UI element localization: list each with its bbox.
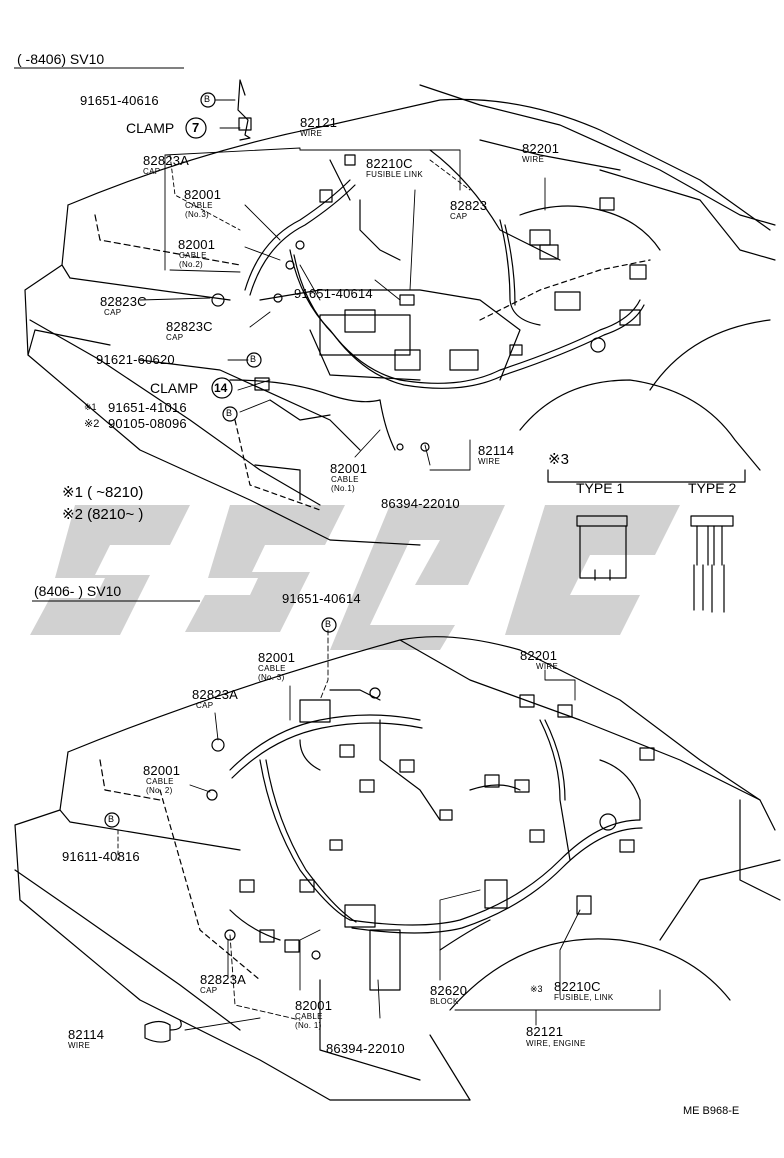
bottom-leader-lines xyxy=(117,629,661,1031)
part-number: 82210C xyxy=(554,979,601,994)
top-leader-lines xyxy=(139,99,546,471)
type-1-label: TYPE 1 xyxy=(576,480,625,496)
part-name: CABLE xyxy=(179,251,207,260)
part-variant: (No. 2) xyxy=(146,786,173,795)
b-marker xyxy=(104,812,120,828)
part-number: 82121 xyxy=(300,115,338,130)
part-name: CABLE xyxy=(258,664,286,673)
b-marker-letter: B xyxy=(250,354,257,364)
part-name: CAP xyxy=(450,212,468,221)
part-name: CABLE xyxy=(331,475,359,484)
part-number: 82001 xyxy=(178,237,216,252)
bottom-car-body xyxy=(14,636,781,1101)
note-3-marker: ※3 xyxy=(548,451,569,468)
b-marker xyxy=(246,352,262,368)
part-number: 82121 xyxy=(526,1024,564,1039)
part-number: 82001 xyxy=(184,187,222,202)
part-name: BLOCK xyxy=(430,997,459,1006)
part-number: 82823A xyxy=(200,972,247,987)
part-name: WIRE, ENGINE xyxy=(526,1039,586,1048)
clamp-14-marker xyxy=(211,377,233,399)
bottom-wire-harness xyxy=(144,687,655,1043)
note-range-1: ※1 ( ~8210) xyxy=(62,484,144,501)
note-marker: ※2 xyxy=(84,418,100,430)
part-number: 91651-41016 xyxy=(108,400,187,415)
part-number: 91651-40614 xyxy=(282,591,361,606)
clamp-number: 14 xyxy=(214,381,228,395)
part-number: 91651-40614 xyxy=(294,286,373,301)
b-marker xyxy=(321,617,337,633)
part-number: 91621-60620 xyxy=(96,352,175,367)
top-wire-harness xyxy=(211,79,661,452)
part-number: 82001 xyxy=(330,461,368,476)
part-name: WIRE xyxy=(68,1041,91,1050)
b-marker-letter: B xyxy=(226,408,233,418)
b-marker-letter: B xyxy=(108,814,115,824)
part-name: CAP xyxy=(143,167,161,176)
b-marker xyxy=(222,406,238,422)
part-name: CABLE xyxy=(146,777,174,786)
watermark-logo xyxy=(30,505,680,650)
part-number: 82823 xyxy=(450,198,488,213)
part-name: CABLE xyxy=(185,201,213,210)
clamp-label: CLAMP xyxy=(126,120,175,136)
part-name: FUSIBLE LINK xyxy=(366,170,423,179)
figure-reference-code: ME B968-E xyxy=(683,1105,740,1117)
clamp-label: CLAMP xyxy=(150,380,199,396)
part-number: 82823C xyxy=(166,319,213,334)
part-number: 86394-22010 xyxy=(326,1041,405,1056)
part-name: WIRE xyxy=(300,129,323,138)
part-name: WIRE xyxy=(522,155,545,164)
section-bottom-header: (8406- ) SV10 xyxy=(34,583,122,599)
top-car-body xyxy=(24,84,776,546)
type-2-label: TYPE 2 xyxy=(688,480,737,496)
part-variant: (No.3) xyxy=(185,210,210,219)
part-number: 82001 xyxy=(143,763,181,778)
part-number: 82210C xyxy=(366,156,413,171)
part-number: 82114 xyxy=(478,443,515,458)
part-variant: (No.1) xyxy=(331,484,356,493)
b-marker xyxy=(200,92,216,108)
part-number: 82823A xyxy=(143,153,190,168)
part-number: 91611-40816 xyxy=(62,849,140,864)
part-name: CAP xyxy=(166,333,184,342)
section-top-header: ( -8406) SV10 xyxy=(17,51,105,67)
part-name: FUSIBLE, LINK xyxy=(554,993,614,1002)
part-variant: (No. 3) xyxy=(258,673,285,682)
part-number: 82823A xyxy=(192,687,239,702)
part-number: 82620 xyxy=(430,983,468,998)
part-number: 82114 xyxy=(68,1027,105,1042)
header-underline xyxy=(14,67,184,69)
part-name: CAP xyxy=(104,308,122,317)
note-range-2: ※2 (8210~ ) xyxy=(62,506,144,523)
type-inset xyxy=(547,469,746,613)
b-marker-letter: B xyxy=(325,619,332,629)
circled-markers xyxy=(104,92,337,828)
b-marker-letter: B xyxy=(204,94,211,104)
part-name: CAP xyxy=(200,986,218,995)
part-number: 86394-22010 xyxy=(381,496,460,511)
note-marker: ※1 xyxy=(84,402,97,412)
clamp-7-marker xyxy=(185,117,207,139)
part-name: CABLE xyxy=(295,1012,323,1021)
header-underline xyxy=(32,600,200,602)
part-name: WIRE xyxy=(478,457,501,466)
part-number: 82001 xyxy=(295,998,333,1013)
part-name: CAP xyxy=(196,701,214,710)
part-name: WIRE xyxy=(536,662,559,671)
part-variant: (No. 1) xyxy=(295,1021,322,1030)
part-number: 91651-40616 xyxy=(80,93,159,108)
part-number: 82201 xyxy=(522,141,560,156)
note-marker: ※3 xyxy=(530,984,543,994)
part-number: 82823C xyxy=(100,294,147,309)
clamp-number: 7 xyxy=(192,120,200,135)
part-variant: (No.2) xyxy=(179,260,204,269)
part-number: 82001 xyxy=(258,650,296,665)
part-number: 82201 xyxy=(520,648,558,663)
part-number: 90105-08096 xyxy=(108,416,187,431)
